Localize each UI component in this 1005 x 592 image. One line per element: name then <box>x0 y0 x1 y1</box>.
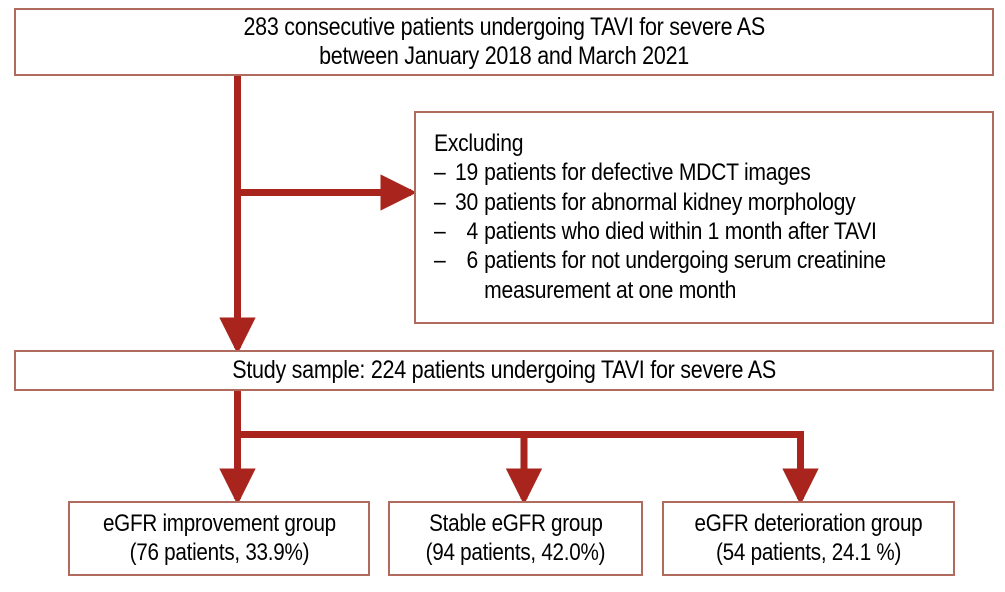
group-title: Stable eGFR group <box>428 510 603 538</box>
exclusion-item: – 30 patients for abnormal kidney morpho… <box>434 188 856 217</box>
exclusion-item-count: 6 <box>466 247 479 275</box>
study-sample-box: Study sample: 224 patients undergoing TA… <box>14 350 994 391</box>
exclusion-item-text: patients who died within 1 month after T… <box>484 218 877 245</box>
exclusion-item-count: 30 <box>455 188 478 216</box>
group-counts: (76 patients, 33.9%) <box>129 538 309 566</box>
cohort-line-1: 283 consecutive patients undergoing TAVI… <box>243 12 765 41</box>
exclusion-item-dash-icon: – <box>434 247 446 275</box>
egfr-improvement-group-box: eGFR improvement group (76 patients, 33.… <box>68 501 370 576</box>
connector-study-to-groups <box>219 391 819 505</box>
stable-egfr-group-box: Stable eGFR group (94 patients, 42.0%) <box>388 501 643 576</box>
exclusion-item-count: 4 <box>466 218 479 245</box>
exclusion-item-continuation: measurement at one month <box>484 276 737 304</box>
egfr-deterioration-group-box: eGFR deterioration group (54 patients, 2… <box>662 501 955 576</box>
group-title: eGFR improvement group <box>102 510 336 538</box>
exclusion-item-text: patients for defective MDCT images <box>484 159 811 187</box>
exclusion-heading: Excluding <box>434 130 524 158</box>
study-sample-line-1: Study sample: 224 patients undergoing TA… <box>232 355 776 384</box>
exclusion-item: – 6 patients for not undergoing serum cr… <box>434 247 886 275</box>
exclusion-item-text: patients for abnormal kidney morphology <box>484 188 856 216</box>
exclusion-item: – 4 patients who died within 1 month aft… <box>434 218 877 246</box>
group-title: eGFR deterioration group <box>694 510 923 538</box>
exclusion-box: Excluding – 19 patients for defective MD… <box>414 111 994 324</box>
exclusion-item: – 19 patients for defective MDCT images <box>434 159 811 187</box>
cohort-box: 283 consecutive patients undergoing TAVI… <box>14 8 994 76</box>
exclusion-item-count: 19 <box>455 159 478 187</box>
exclusion-item-dash-icon: – <box>434 188 446 216</box>
group-counts: (54 patients, 24.1 %) <box>715 538 902 566</box>
exclusion-item-dash-icon: – <box>434 218 446 245</box>
cohort-line-2: between January 2018 and March 2021 <box>319 42 689 70</box>
group-counts: (94 patients, 42.0%) <box>425 538 606 566</box>
exclusion-item-text: patients for not undergoing serum creati… <box>484 247 886 275</box>
exclusion-item-dash-icon: – <box>434 159 446 187</box>
